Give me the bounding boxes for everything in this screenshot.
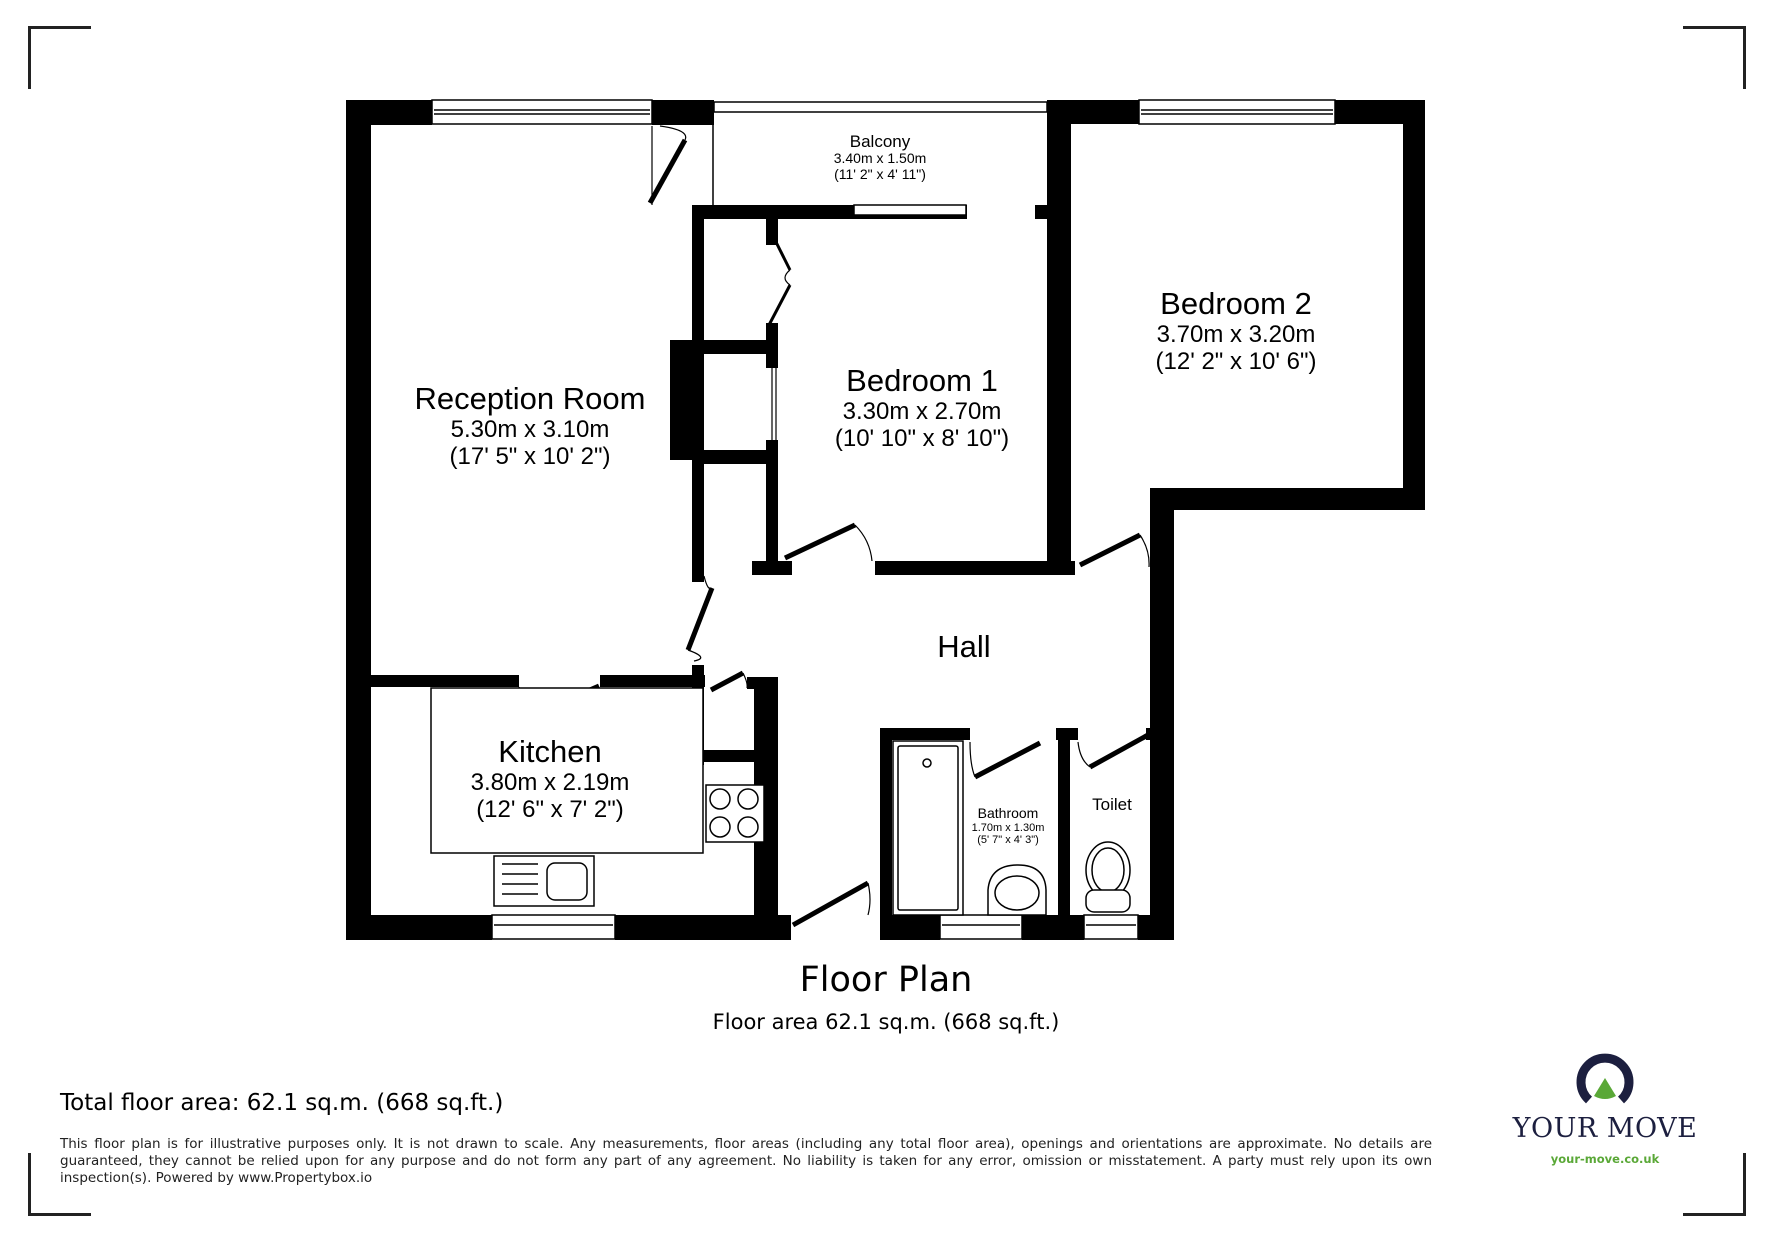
room-name: Bedroom 1 <box>846 363 998 398</box>
room-name: Balcony <box>849 132 911 151</box>
room-imperial: (5' 7" x 4' 3") <box>977 833 1039 846</box>
room-bedroom-2: Bedroom 2 3.70m x 3.20m (12' 2" x 10' 6"… <box>1155 286 1317 375</box>
room-toilet: Toilet <box>1092 795 1132 814</box>
logo-brand: YOUR MOVE <box>1512 1113 1698 1144</box>
room-balcony: Balcony 3.40m x 1.50m (11' 2" x 4' 11") <box>834 132 927 182</box>
corner-mark-bottom-left <box>28 1153 91 1216</box>
room-name: Hall <box>937 629 991 664</box>
your-move-logo: YOUR MOVE your-move.co.uk <box>1500 1050 1710 1166</box>
room-imperial: (12' 6" x 7' 2") <box>476 795 624 823</box>
disclaimer-text: This floor plan is for illustrative purp… <box>60 1136 1432 1186</box>
room-kitchen: Kitchen 3.80m x 2.19m (12' 6" x 7' 2") <box>470 734 630 823</box>
corner-mark-top-left <box>28 26 91 89</box>
room-metric: 1.70m x 1.30m <box>971 821 1045 834</box>
room-bedroom-1: Bedroom 1 3.30m x 2.70m (10' 10" x 8' 10… <box>834 363 1010 452</box>
room-imperial: (12' 2" x 10' 6") <box>1155 347 1317 375</box>
room-metric: 3.80m x 2.19m <box>470 768 630 796</box>
corner-mark-top-right <box>1683 26 1746 89</box>
room-imperial: (10' 10" x 8' 10") <box>834 424 1010 452</box>
logo-url: your-move.co.uk <box>1550 1152 1660 1166</box>
room-name: Bathroom <box>977 805 1039 821</box>
room-reception: Reception Room 5.30m x 3.10m (17' 5" x 1… <box>414 381 646 470</box>
room-metric: 5.30m x 3.10m <box>450 415 610 443</box>
room-name: Toilet <box>1092 795 1132 814</box>
room-name: Reception Room <box>414 381 646 416</box>
room-name: Kitchen <box>498 734 602 769</box>
floor-plan-title: Floor Plan <box>799 960 973 1000</box>
room-bathroom: Bathroom 1.70m x 1.30m (5' 7" x 4' 3") <box>971 805 1045 846</box>
room-imperial: (17' 5" x 10' 2") <box>449 442 611 470</box>
floor-area-subtitle: Floor area 62.1 sq.m. (668 sq.ft.) <box>712 1010 1060 1034</box>
room-metric: 3.70m x 3.20m <box>1156 320 1316 348</box>
room-name: Bedroom 2 <box>1160 286 1312 321</box>
room-metric: 3.30m x 2.70m <box>842 397 1002 425</box>
corner-mark-bottom-right <box>1683 1153 1746 1216</box>
total-floor-area: Total floor area: 62.1 sq.m. (668 sq.ft.… <box>60 1090 504 1116</box>
logo-mark-icon <box>1576 1053 1634 1104</box>
room-hall: Hall <box>937 629 991 665</box>
room-imperial: (11' 2" x 4' 11") <box>834 165 926 182</box>
room-metric: 3.40m x 1.50m <box>833 150 927 167</box>
